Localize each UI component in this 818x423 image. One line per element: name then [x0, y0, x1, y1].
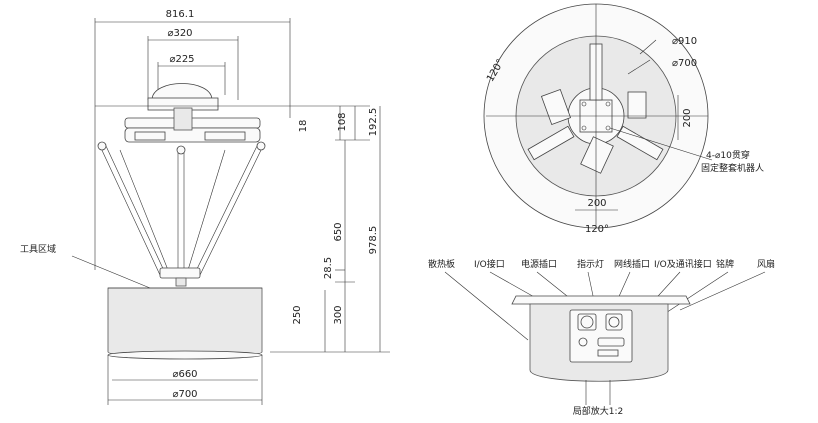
dim-dia-700-top: ⌀700: [672, 58, 697, 69]
dim-h-108: 108: [337, 112, 348, 131]
dim-h-18: 18: [298, 120, 309, 133]
tool-area-cylinder: [107, 287, 263, 360]
dim-h-28-5: 28.5: [323, 257, 334, 279]
detail-caption: 局部放大1:2: [573, 405, 624, 417]
callout-heat-sink: 散热板: [428, 258, 455, 270]
callout-fan: 风扇: [757, 258, 775, 270]
callout-indicator-light: 指示灯: [577, 258, 604, 270]
front-view: 816.1 ⌀320 ⌀225: [20, 9, 390, 405]
dim-dia-700: ⌀700: [172, 389, 197, 400]
delta-arms: [97, 141, 266, 287]
dim-h-978-5: 978.5: [368, 226, 379, 255]
detail-view: 散热板 I/O接口 电源插口 指示灯 网线插口 I/O及通讯接口 铭牌 风扇 局…: [428, 258, 775, 417]
dim-h-192-5: 192.5: [368, 108, 379, 137]
callout-io-comm-port: I/O及通讯接口: [654, 258, 712, 270]
callout-power-socket: 电源插口: [521, 258, 557, 270]
callout-io-port: I/O接口: [474, 258, 505, 270]
work-area-label: 工具区域: [20, 243, 56, 255]
dim-dia-225: ⌀225: [169, 54, 194, 65]
dim-200-horizontal: 200: [587, 198, 606, 209]
mount-note-label: 固定整套机器人: [701, 162, 764, 174]
mount-holes-label: 4-⌀10贯穿: [706, 149, 750, 161]
dim-dia-910: ⌀910: [672, 36, 697, 47]
dim-dia-320: ⌀320: [167, 28, 192, 39]
angle-120-bottom: 120°: [585, 224, 609, 235]
top-view: ⌀910 ⌀700 120° 120° 200 200 4-⌀10贯穿 固定整套…: [483, 3, 764, 235]
dim-dia-660: ⌀660: [172, 369, 197, 380]
dim-h-650: 650: [333, 222, 344, 241]
dim-h-250: 250: [292, 305, 303, 324]
dim-width-816: 816.1: [166, 9, 195, 20]
dim-h-300: 300: [333, 305, 344, 324]
dim-200-vertical: 200: [682, 108, 693, 127]
callout-network-port: 网线插口: [614, 258, 650, 270]
callout-nameplate: 铭牌: [716, 258, 734, 270]
